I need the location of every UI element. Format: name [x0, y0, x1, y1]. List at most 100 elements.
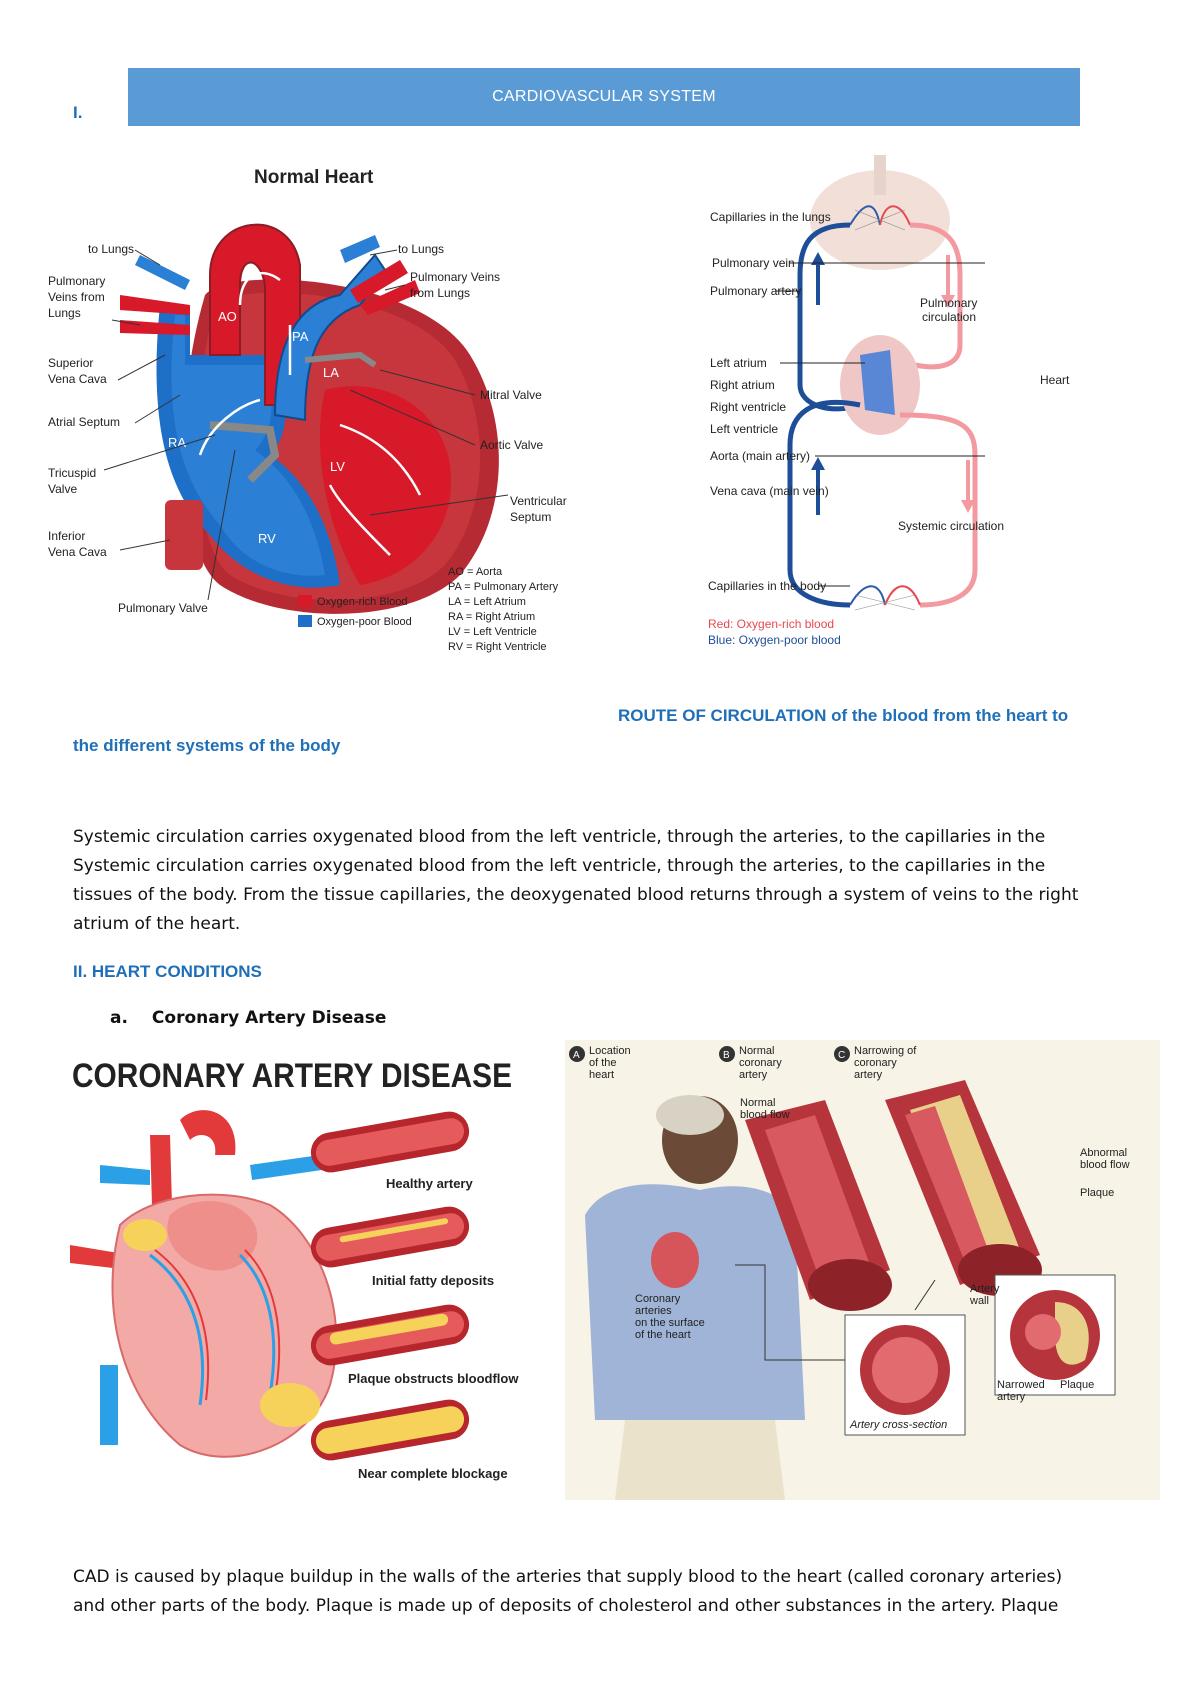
label-inferior-vena-cava-2: Vena Cava — [48, 545, 107, 559]
route-heading-line2: the different systems of the body — [73, 736, 341, 755]
label-narrowed-artery-2: artery — [997, 1391, 1026, 1403]
label-plaque-2: Plaque — [1060, 1379, 1094, 1391]
panel-c-label-2: coronary — [854, 1057, 897, 1069]
label-pulmonary-circulation-1: Pulmonary — [920, 296, 977, 310]
stage-healthy: Healthy artery — [386, 1176, 473, 1191]
label-pulmonary-valve: Pulmonary Valve — [118, 601, 208, 615]
legend-oxygen-poor-swatch — [298, 615, 312, 627]
panel-a-label-1: Location — [589, 1045, 631, 1057]
label-aorta: Aorta (main artery) — [710, 449, 810, 463]
chamber-rv: RV — [258, 531, 276, 546]
legend-red: Red: Oxygen-rich blood — [708, 617, 834, 631]
stage-initial-deposits: Initial fatty deposits — [372, 1273, 494, 1288]
cad-line-2: and other parts of the body. Plaque is m… — [73, 1596, 1059, 1616]
abbr-rv: RV = Right Ventricle — [448, 641, 547, 653]
systemic-line-4: atrium of the heart. — [73, 914, 241, 934]
legend-oxygen-rich: Oxygen-rich Blood — [317, 596, 408, 608]
panel-c-letter: C — [838, 1050, 845, 1061]
label-mitral-valve: Mitral Valve — [480, 388, 542, 402]
systemic-line-2: Systemic circulation carries oxygenated … — [73, 856, 1046, 876]
artery-stages — [310, 1111, 470, 1461]
section2-heading: II. HEART CONDITIONS — [73, 962, 262, 981]
label-to-lungs-right: to Lungs — [398, 242, 444, 256]
label-inferior-vena-cava-1: Inferior — [48, 529, 85, 543]
left-ventricle — [319, 386, 452, 585]
stage-near-blockage: Near complete blockage — [358, 1466, 508, 1481]
systemic-line-3: tissues of the body. From the tissue cap… — [73, 885, 1079, 905]
label-capillaries-body: Capillaries in the body — [708, 579, 826, 593]
label-tricuspid-1: Tricuspid — [48, 466, 96, 480]
cad-illustration: A Location of the heart B Normal coronar… — [565, 1040, 1160, 1500]
label-normal-blood-flow-2: blood flow — [740, 1109, 790, 1121]
chamber-ra: RA — [168, 435, 186, 450]
abbr-ra: RA = Right Atrium — [448, 611, 535, 623]
label-pulmonary-artery: Pulmonary artery — [710, 284, 801, 298]
label-pulmonary-veins-left-3: Lungs — [48, 306, 81, 320]
label-pulmonary-circulation-2: circulation — [922, 310, 976, 324]
abbr-lv: LV = Left Ventricle — [448, 626, 537, 638]
label-capillaries-lungs: Capillaries in the lungs — [710, 210, 831, 224]
label-pulmonary-vein: Pulmonary vein — [712, 256, 795, 270]
systemic-line-1: Systemic circulation carries oxygenated … — [73, 827, 1046, 847]
chamber-ao: AO — [218, 309, 237, 324]
aorta — [209, 223, 301, 406]
body-capillaries — [849, 585, 921, 611]
label-coronary-arteries-2: arteries — [635, 1305, 672, 1317]
label-superior-vena-cava-2: Vena Cava — [48, 372, 107, 386]
label-pulmonary-veins-right-2: from Lungs — [410, 286, 470, 300]
label-heart: Heart — [1040, 373, 1070, 387]
label-superior-vena-cava-1: Superior — [48, 356, 93, 370]
label-coronary-arteries-3: on the surface — [635, 1317, 705, 1329]
subsection-a: a. Coronary Artery Disease — [110, 1008, 386, 1028]
label-ventricular-septum-2: Septum — [510, 510, 551, 524]
label-abnormal-blood-flow-1: Abnormal — [1080, 1147, 1127, 1159]
label-left-atrium: Left atrium — [710, 356, 767, 370]
section-number: I. — [73, 103, 83, 122]
banner-title: CARDIOVASCULAR SYSTEM — [492, 88, 716, 105]
systemic-paragraph: Systemic circulation carries oxygenated … — [73, 823, 1153, 939]
panel-b-letter: B — [723, 1050, 730, 1061]
label-plaque: Plaque — [1080, 1187, 1114, 1199]
cad-infographic: CORONARY ARTERY DISEASE Healthy artery I… — [70, 1057, 519, 1481]
stage-plaque-obstructs: Plaque obstructs bloodflow — [348, 1371, 519, 1386]
label-right-ventricle: Right ventricle — [710, 400, 786, 414]
cad-title: CORONARY ARTERY DISEASE — [72, 1057, 512, 1095]
legend-oxygen-rich-swatch — [298, 595, 312, 607]
label-to-lungs-left: to Lungs — [88, 242, 134, 256]
circulation-diagram: Capillaries in the lungs Pulmonary vein … — [708, 155, 1070, 647]
panel-b-label-2: coronary — [739, 1057, 782, 1069]
cad-heart-illustration — [70, 1110, 338, 1458]
flow-arrows — [811, 252, 975, 515]
abbr-la: LA = Left Atrium — [448, 596, 526, 608]
cad-line-1: CAD is caused by plaque buildup in the w… — [73, 1567, 1063, 1587]
label-abnormal-blood-flow-2: blood flow — [1080, 1159, 1130, 1171]
panel-b-label-1: Normal — [739, 1045, 774, 1057]
subsection-letter: a. — [110, 1008, 128, 1028]
label-systemic-circulation: Systemic circulation — [898, 519, 1004, 533]
chamber-pa: PA — [292, 329, 309, 344]
label-aortic-valve: Aortic Valve — [480, 438, 543, 452]
panel-headers: A Location of the heart B Normal coronar… — [569, 1045, 917, 1081]
label-coronary-arteries-4: of the heart — [635, 1329, 691, 1341]
man-figure — [585, 1095, 805, 1500]
label-artery-cross-section: Artery cross-section — [849, 1419, 947, 1431]
label-normal-blood-flow-1: Normal — [740, 1097, 775, 1109]
panel-a-letter: A — [573, 1050, 580, 1061]
inferior-vena-cava — [165, 500, 203, 570]
subsection-title: Coronary Artery Disease — [151, 1008, 387, 1028]
route-heading-line1: ROUTE OF CIRCULATION of the blood from t… — [618, 706, 1069, 725]
panel-c-label-1: Narrowing of — [854, 1045, 917, 1057]
label-right-atrium: Right atrium — [710, 378, 775, 392]
legend-oxygen-poor: Oxygen-poor Blood — [317, 616, 412, 628]
label-pulmonary-veins-left-2: Veins from — [48, 290, 105, 304]
abbr-pa: PA = Pulmonary Artery — [448, 581, 559, 593]
label-left-ventricle: Left ventricle — [710, 422, 778, 436]
label-pulmonary-veins-left-1: Pulmonary — [48, 274, 105, 288]
panel-a-label-3: heart — [589, 1069, 614, 1081]
panel-a-label-2: of the — [589, 1057, 617, 1069]
label-artery-wall-1: Artery — [970, 1283, 1000, 1295]
legend-blue: Blue: Oxygen-poor blood — [708, 633, 841, 647]
panel-b-label-3: artery — [739, 1069, 768, 1081]
label-ventricular-septum-1: Ventricular — [510, 494, 567, 508]
label-coronary-arteries-1: Coronary — [635, 1293, 681, 1305]
